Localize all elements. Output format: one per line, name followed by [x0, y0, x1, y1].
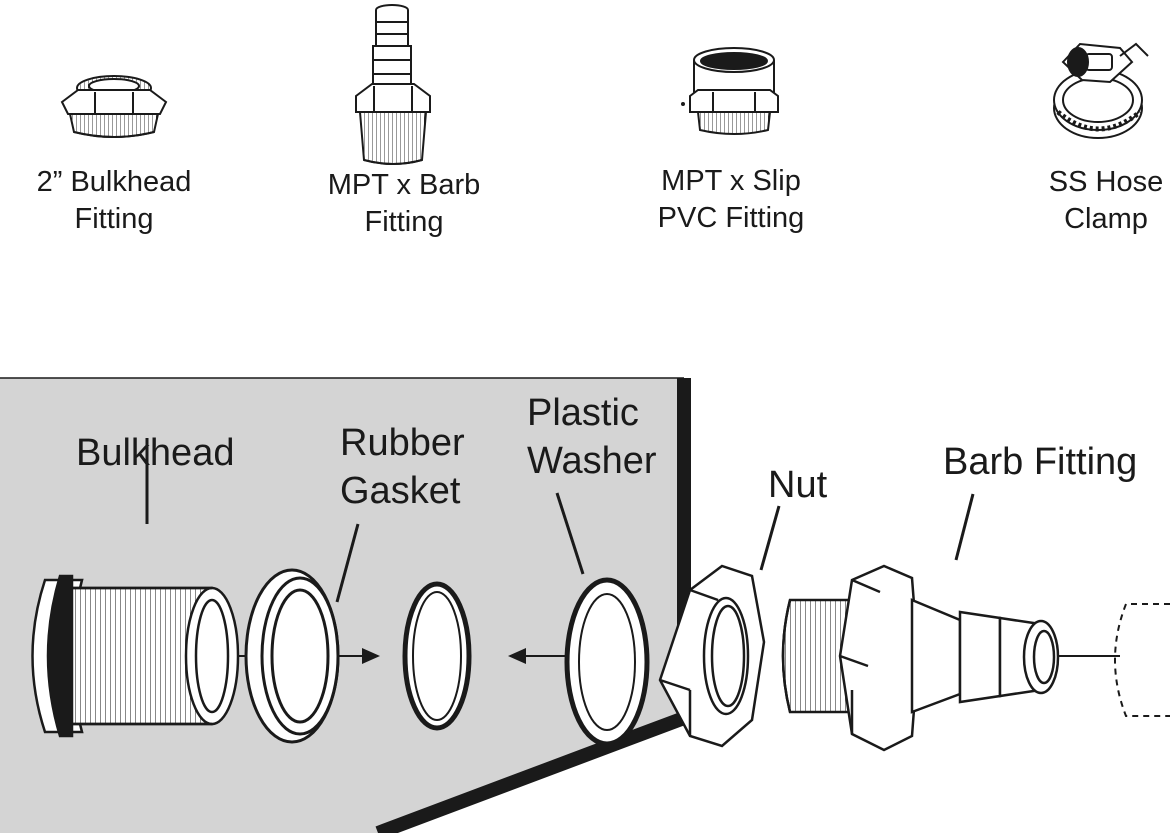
- barb-fitting: [781, 564, 1060, 752]
- rubber-gasket-label-line1: Rubber: [340, 422, 465, 464]
- bulkhead-fitting-caption-line1: 2” Bulkhead: [37, 166, 192, 198]
- nut-label: Nut: [768, 464, 828, 506]
- rubber-gasket: [244, 568, 340, 744]
- mpt-slip-fitting-illustration: [681, 47, 779, 135]
- ss-hose-clamp-caption-line2: Clamp: [1064, 203, 1148, 235]
- mpt-slip-fitting-caption-line1: MPT x Slip: [661, 165, 801, 197]
- hose-outline: [1114, 603, 1170, 717]
- mpt-barb-fitting-caption-line2: Fitting: [365, 206, 444, 238]
- plastic-washer-leader-line: [555, 492, 585, 575]
- plastic-washer: [564, 577, 650, 747]
- bulkhead-fitting-caption-line2: Fitting: [75, 203, 154, 235]
- rubber-gasket-leader-line: [335, 523, 360, 603]
- bulkhead-label: Bulkhead: [76, 432, 234, 474]
- bulkhead-fitting-illustration: [60, 75, 168, 138]
- barb-fitting-leader-line: [954, 493, 975, 561]
- nut: [658, 564, 766, 748]
- barb-fitting-label: Barb Fitting: [943, 441, 1137, 483]
- ss-hose-clamp-illustration: [1053, 42, 1149, 139]
- hole-ring: [402, 581, 472, 731]
- mpt-slip-fitting-caption-line2: PVC Fitting: [658, 202, 805, 234]
- bulkhead-body: [31, 574, 240, 738]
- nut-leader-line: [759, 505, 781, 571]
- plastic-washer-label-line1: Plastic: [527, 392, 639, 434]
- mpt-barb-fitting-illustration: [355, 4, 431, 165]
- plastic-washer-label-line2: Washer: [527, 440, 657, 482]
- rubber-gasket-label-line2: Gasket: [340, 470, 461, 512]
- mpt-barb-fitting-caption-line1: MPT x Barb: [328, 169, 481, 201]
- ss-hose-clamp-caption-line1: SS Hose: [1049, 166, 1163, 198]
